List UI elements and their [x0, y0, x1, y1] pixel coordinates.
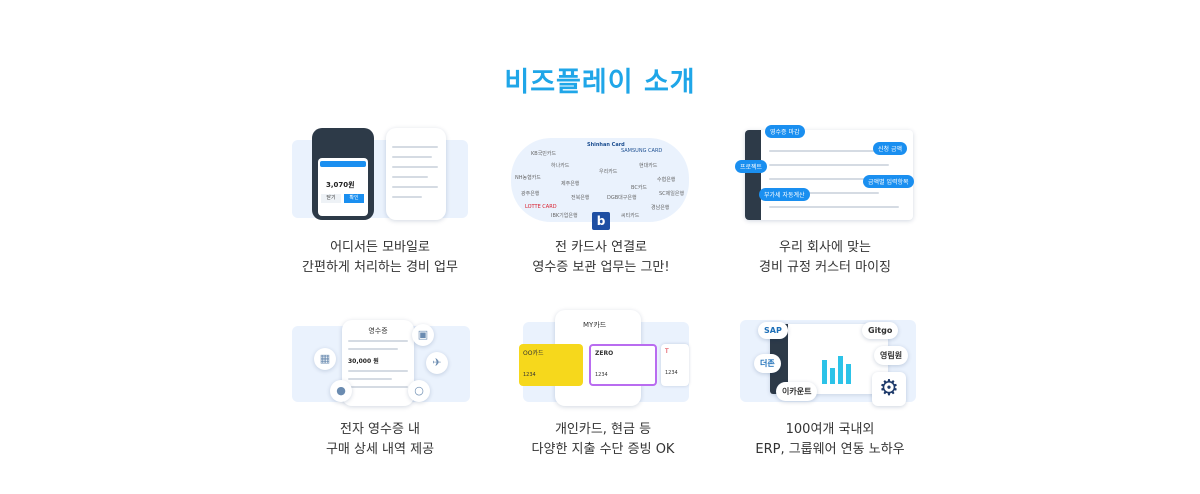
- card-company: NH농협카드: [515, 175, 541, 181]
- monitor-icon: ▣: [412, 324, 434, 346]
- sap-badge: SAP: [758, 322, 788, 339]
- plane-icon: ✈: [426, 352, 448, 374]
- confirm-button[interactable]: 확인: [344, 194, 364, 203]
- card-company: SC제일은행: [659, 191, 685, 197]
- card-company: BC카드: [631, 185, 648, 191]
- card-company: IBK기업은행: [551, 213, 578, 219]
- bicycle-icon: ○: [408, 380, 430, 402]
- feature-caption: 개인카드, 현금 등 다양한 지출 수단 증빙 OK: [531, 422, 675, 457]
- page-title: 비즈플레이 소개: [504, 67, 696, 98]
- card-company: 우리카드: [599, 169, 618, 175]
- feature-caption: 어디서든 모바일로 간편하게 처리하는 경비 업무: [302, 240, 458, 275]
- zero-card: ZERO 1234: [589, 344, 657, 386]
- card-company: 씨티카드: [621, 213, 640, 219]
- card-company: 현대카드: [639, 163, 658, 169]
- feature-card-mobile: 3,070원 닫기 확인 어디서든 모바일로 간편하게 처리하는 경비 업무: [290, 128, 470, 275]
- card-company: SAMSUNG CARD: [621, 148, 663, 154]
- receipt-header: 영수증: [368, 327, 388, 335]
- erp-illustration: SAP 더존 Gitgo 영림원 이카운트 ⚙: [740, 310, 920, 406]
- mycard-illustration: MY카드 OO카드 1234 ZERO 1234 T 1234: [513, 310, 693, 406]
- feature-caption: 전자 영수증 내 구매 상세 내역 제공: [325, 422, 435, 457]
- douzone-badge: 더존: [754, 354, 781, 373]
- white-phone: [386, 128, 446, 220]
- mycard-title: MY카드: [583, 321, 607, 329]
- feature-card-rules: 영수증 마감 프로젝트 부가세 자동계산 신청 금액 금액별 입력항목 우리 회…: [735, 125, 915, 275]
- feature-caption: 전 카드사 연결로 영수증 보관 업무는 그만!: [532, 240, 670, 275]
- feature-caption: 우리 회사에 맞는 경비 규정 커스터 마이징: [759, 240, 891, 275]
- feature-card-mycard: MY카드 OO카드 1234 ZERO 1234 T 1234 개인카드, 현금…: [513, 310, 693, 457]
- receipt-illustration: 영수증 30,000 원 ▦ ● ▣ ✈ ○: [290, 310, 470, 406]
- building-icon: ▦: [314, 348, 336, 370]
- card-company: 하나카드: [551, 163, 570, 169]
- rule-pill: 신청 금액: [873, 142, 907, 155]
- bizplay-logo-icon: b: [592, 212, 610, 230]
- close-button[interactable]: 닫기: [321, 194, 341, 203]
- rule-pill: 프로젝트: [735, 160, 768, 173]
- car-icon: ●: [330, 380, 352, 402]
- feature-card-cards: Shinhan Card SAMSUNG CARD KB국민카드 현대카드 하나…: [511, 128, 691, 275]
- card-company: Shinhan Card: [587, 142, 625, 148]
- rule-pill: 영수증 마감: [765, 125, 805, 138]
- yellow-card: OO카드 1234: [519, 344, 583, 386]
- receipt-total: 30,000 원: [348, 358, 379, 365]
- t-card: T 1234: [661, 344, 689, 386]
- rules-illustration: 영수증 마감 프로젝트 부가세 자동계산 신청 금액 금액별 입력항목: [735, 125, 915, 224]
- card-company: KB국민카드: [531, 151, 557, 157]
- feature-caption: 100여개 국내외 ERP, 그룹웨어 연동 노하우: [755, 422, 905, 457]
- card-company: 광주은행: [521, 191, 540, 197]
- card-companies-illustration: Shinhan Card SAMSUNG CARD KB국민카드 현대카드 하나…: [511, 128, 691, 230]
- card-company: 수협은행: [657, 177, 676, 183]
- amount-text: 3,070원: [326, 181, 355, 189]
- rule-pill: 부가세 자동계산: [759, 188, 810, 201]
- card-company: 제주은행: [561, 181, 580, 187]
- card-company: LOTTE CARD: [525, 204, 557, 210]
- card-company: 경남은행: [651, 205, 670, 211]
- dark-phone: 3,070원 닫기 확인: [312, 128, 374, 220]
- icount-badge: 이카운트: [776, 382, 818, 401]
- card-company: 전북은행: [571, 195, 590, 201]
- feature-card-erp: SAP 더존 Gitgo 영림원 이카운트 ⚙ 100여개 국내외 ERP, 그…: [740, 310, 920, 457]
- card-company: DGB대구은행: [607, 195, 637, 201]
- mobile-illustration: 3,070원 닫기 확인: [290, 128, 470, 224]
- gear-icon: ⚙: [872, 372, 906, 406]
- rule-pill: 금액별 입력항목: [863, 175, 914, 188]
- gitgo-badge: Gitgo: [862, 322, 899, 339]
- feature-card-receipt: 영수증 30,000 원 ▦ ● ▣ ✈ ○ 전자 영수증 내 구매 상세 내역…: [290, 310, 470, 457]
- younglimwon-badge: 영림원: [874, 346, 909, 365]
- receipt-phone: 영수증 30,000 원: [342, 320, 414, 406]
